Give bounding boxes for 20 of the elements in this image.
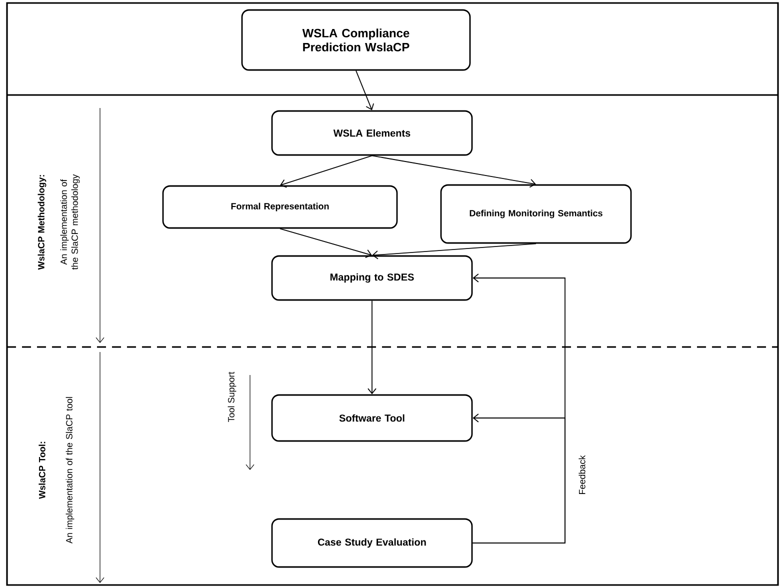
process-box: WSLA Compliance Prediction WslaCP — [241, 9, 471, 71]
section-label: WslaCP Tool: — [38, 442, 46, 499]
process-box: Mapping to SDES — [271, 255, 473, 301]
arrow — [372, 243, 536, 260]
arrow — [368, 300, 376, 394]
process-box: Software Tool — [271, 394, 473, 442]
arrow — [280, 228, 372, 258]
arrow — [372, 155, 536, 188]
section-label: An implementation of the SlaCP tool — [66, 397, 74, 544]
axis-label: Tool Support — [228, 372, 236, 422]
process-box: Defining Monitoring Semantics — [440, 184, 632, 244]
section-label: An implementation of the SlaCP methodology — [60, 174, 80, 270]
arrow — [472, 414, 566, 544]
arrow — [280, 155, 372, 188]
process-box: Formal Representation — [162, 185, 398, 229]
process-box: WSLA Elements — [271, 110, 473, 156]
arrow — [356, 70, 374, 110]
section-label: WslaCP Methodology: — [38, 175, 46, 270]
process-box: Case Study Evaluation — [271, 518, 473, 568]
edge-label: Feedback — [578, 455, 586, 494]
